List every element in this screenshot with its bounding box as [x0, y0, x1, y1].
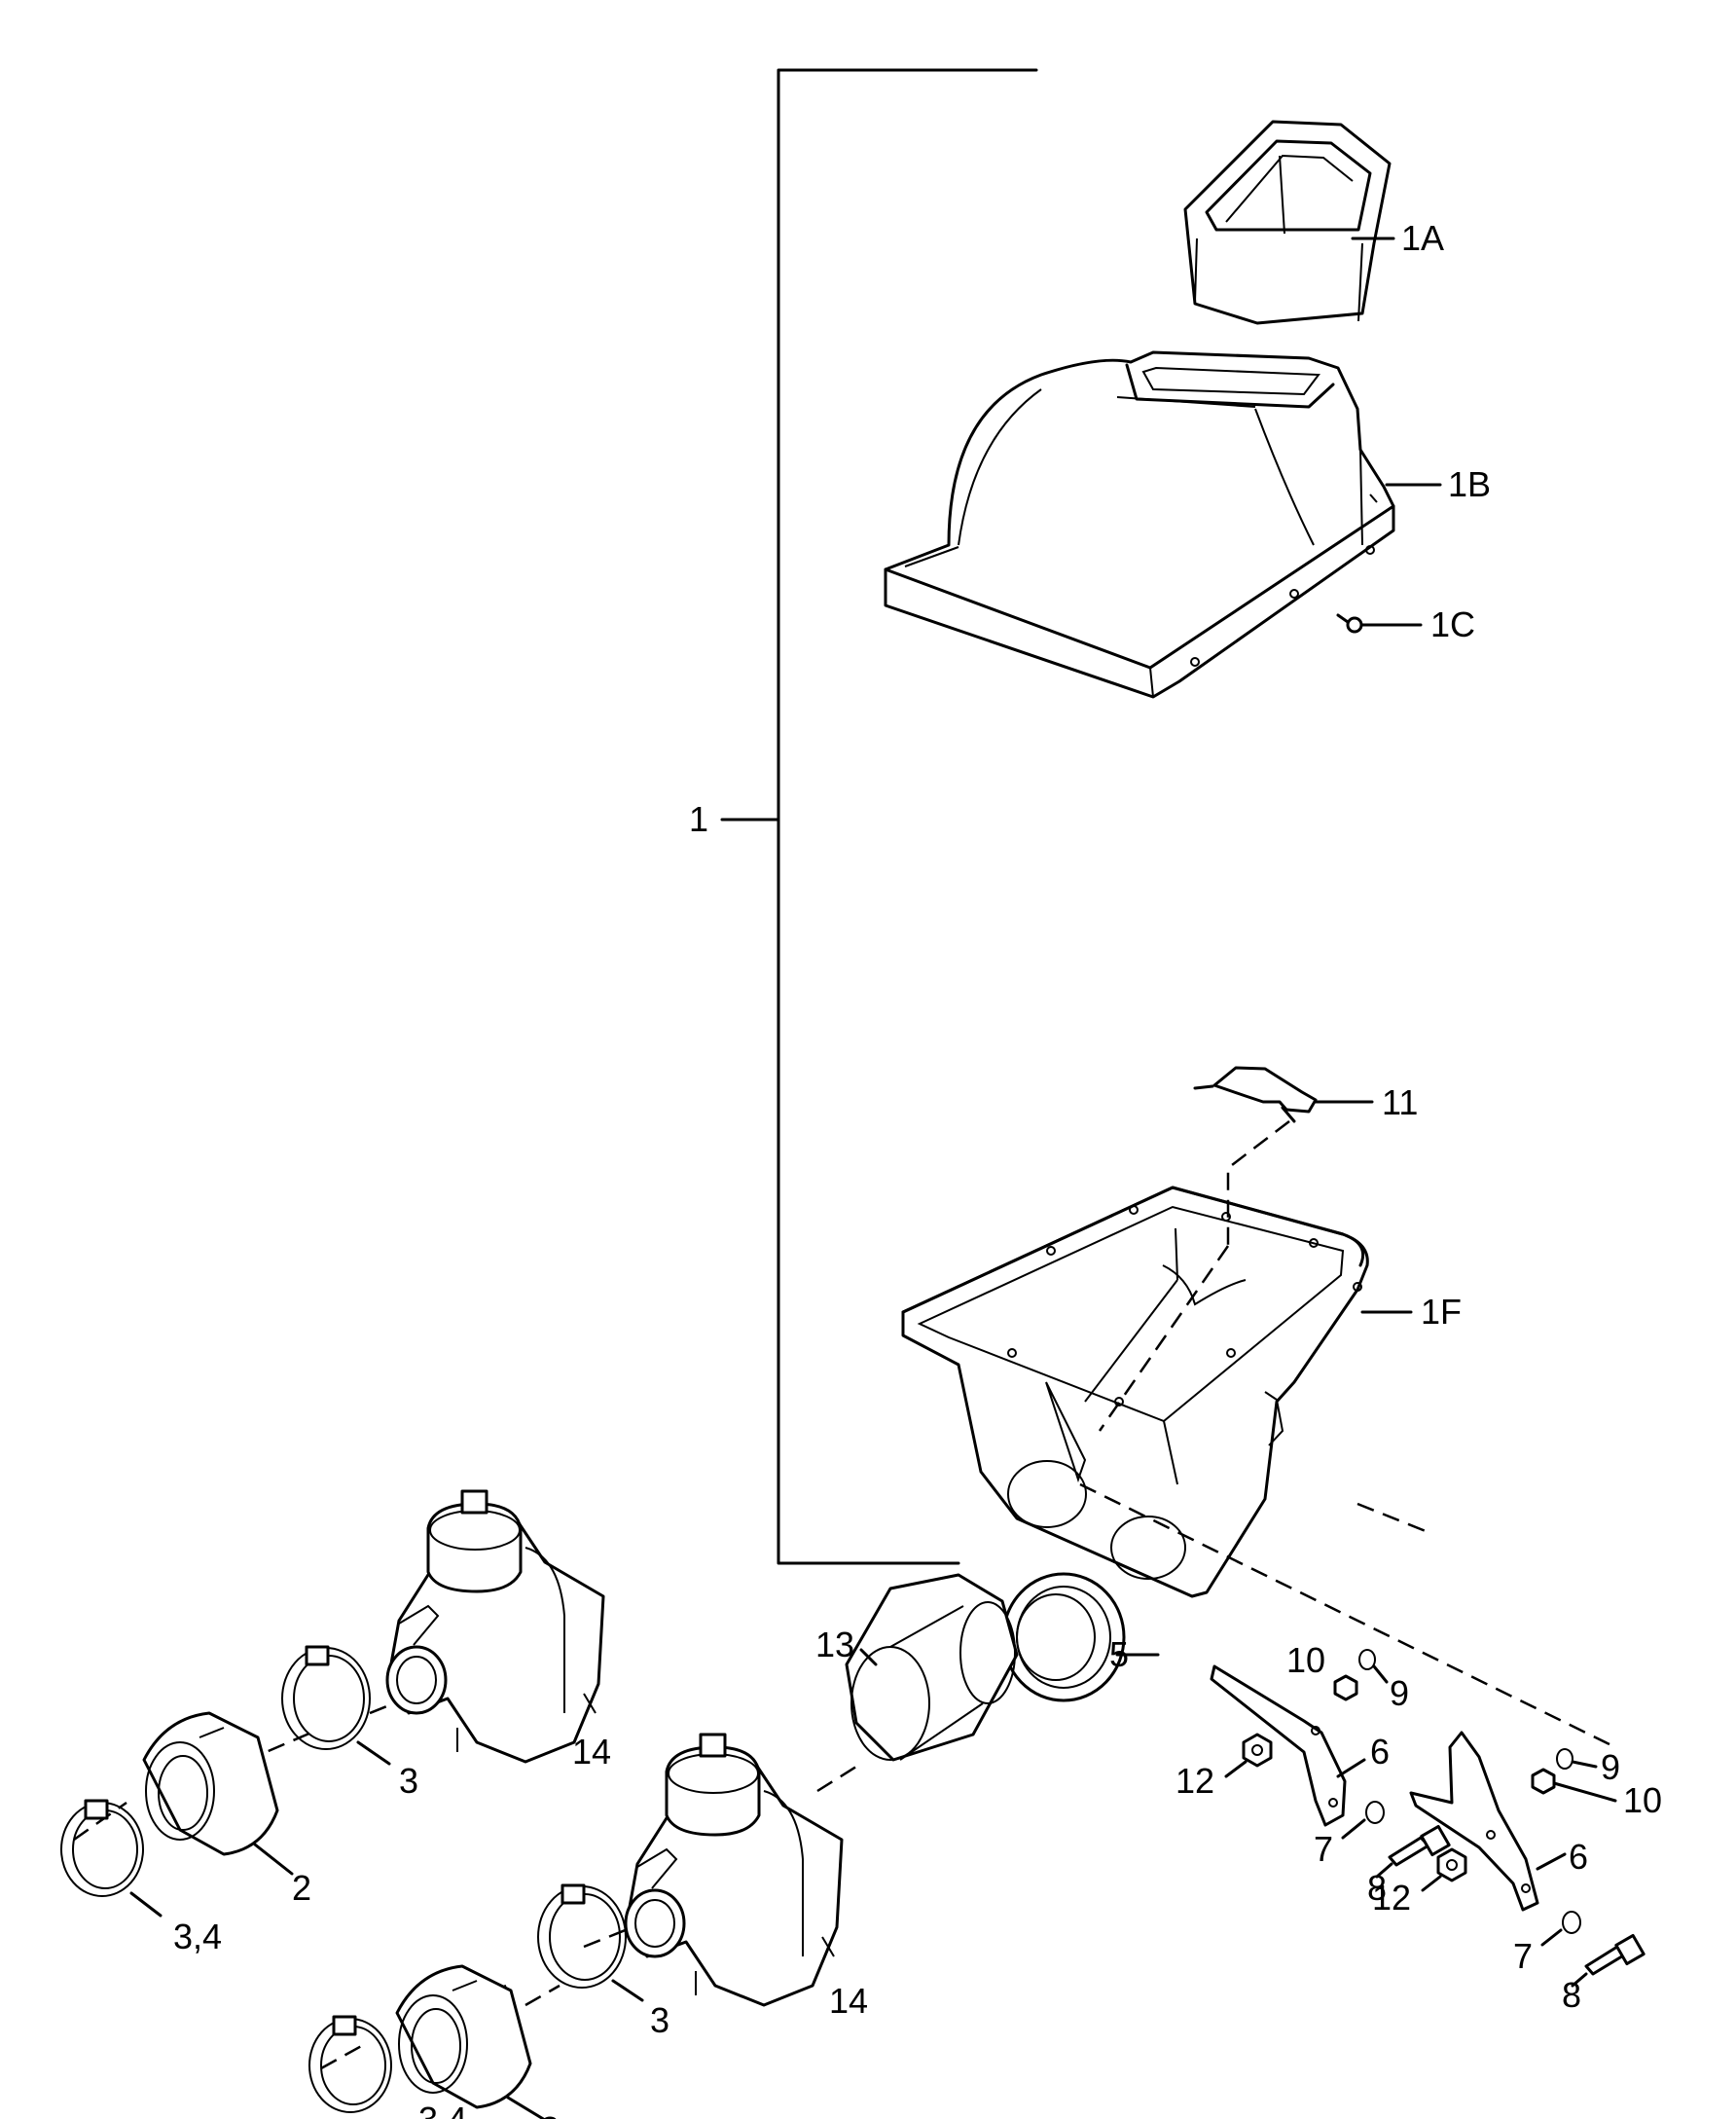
part-3-clamp-lower-mid: [537, 1883, 644, 2002]
callout-6-lower: 6: [1569, 1837, 1588, 1877]
part-1a-intake-boot: [1183, 120, 1395, 325]
part-9-washer-lower: [1556, 1748, 1598, 1770]
callout-10-upper: 10: [1286, 1640, 1325, 1680]
callout-labels: 1 1A 1B 1C 11 1F 5 13 14 14 3 3 2 2 3,4 …: [173, 218, 1662, 2119]
part-6-bracket-left: [1210, 1664, 1366, 1827]
callout-8-lower: 8: [1562, 1975, 1581, 2015]
part-10-nut-lower: [1531, 1768, 1617, 1803]
callout-9-lower: 9: [1601, 1747, 1620, 1787]
part-1c-screw: [1336, 613, 1423, 634]
callout-1b: 1B: [1448, 464, 1491, 504]
part-8-bolt-lower: [1571, 1933, 1646, 1988]
part-2-intake-sleeve-lower: [395, 1964, 547, 2119]
part-1f-air-box-base: [901, 1186, 1413, 1598]
callout-1: 1: [689, 799, 708, 839]
part-5-grommet: [1001, 1572, 1160, 1702]
callout-3-upper: 3: [399, 1761, 418, 1801]
callout-10-lower: 10: [1623, 1780, 1662, 1820]
callout-12-upper: 12: [1175, 1761, 1214, 1801]
part-13-adapter: [845, 1573, 1019, 1762]
part-3-clamp-upper-mid: [281, 1645, 391, 1766]
callout-9-upper: 9: [1390, 1673, 1409, 1713]
part-8-bolt-upper: [1375, 1824, 1451, 1879]
callout-6-upper: 6: [1370, 1732, 1390, 1772]
callout-2-lower: 2: [540, 2109, 560, 2119]
part-12-nut-lower: [1421, 1847, 1467, 1892]
callout-3-4-upper: 3,4: [173, 1917, 222, 1956]
callout-14-lower: 14: [829, 1981, 868, 2021]
callout-14-upper: 14: [572, 1732, 611, 1772]
callout-11: 11: [1382, 1082, 1418, 1122]
part-3-4-clamp-lower-left: [308, 2015, 392, 2113]
assembly-bracket: [720, 68, 1038, 1565]
part-10-nut-upper: [1333, 1674, 1358, 1701]
callout-5: 5: [1109, 1634, 1129, 1674]
part-7-washer-lower: [1540, 1911, 1581, 1947]
callout-1c: 1C: [1430, 604, 1475, 644]
part-14-carburetor-lower: [624, 1733, 844, 2007]
callout-2-upper: 2: [292, 1868, 311, 1908]
part-9-washer-upper: [1358, 1649, 1389, 1684]
callout-8-upper: 8: [1367, 1868, 1387, 1908]
part-11-clip: [1193, 1066, 1374, 1123]
callout-3-4-lower: 3,4: [418, 2100, 467, 2119]
callout-1f: 1F: [1421, 1292, 1462, 1332]
part-14-carburetor-upper: [385, 1489, 605, 1764]
alignment-lines: [73, 1120, 1616, 2070]
callout-7-upper: 7: [1314, 1829, 1333, 1869]
part-2-intake-sleeve-upper: [142, 1711, 294, 1876]
callout-12-lower: 12: [1372, 1878, 1411, 1918]
part-3-4-clamp-upper-left: [60, 1799, 163, 1918]
part-7-washer-upper: [1341, 1801, 1385, 1840]
callout-1a: 1A: [1401, 218, 1444, 258]
callout-13: 13: [815, 1625, 854, 1664]
callout-3-lower: 3: [650, 2000, 669, 2040]
part-6-bracket-right: [1409, 1731, 1567, 1912]
part-12-nut-upper: [1224, 1733, 1273, 1778]
part-1b-air-box-cover: [884, 350, 1442, 699]
callout-7-lower: 7: [1513, 1936, 1533, 1976]
